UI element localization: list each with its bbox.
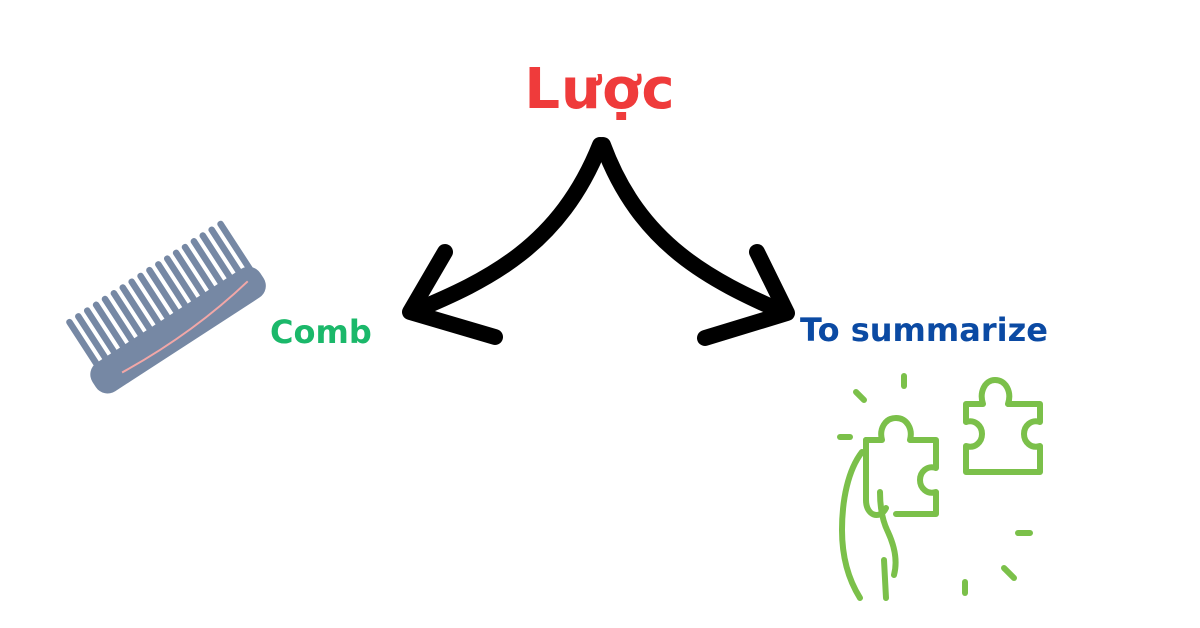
arrow-left (404, 137, 608, 320)
branch-label-summarize: To summarize (800, 311, 1048, 349)
arrowhead-right (697, 244, 795, 346)
comb-tooth (208, 226, 245, 279)
comb-tooth (75, 313, 111, 365)
branch-label-comb: Comb (270, 313, 372, 351)
comb-tooth (83, 307, 120, 359)
comb-accent-line (121, 280, 249, 374)
arrow-right (595, 137, 793, 321)
comb-tooth (110, 290, 147, 342)
comb-tooth (190, 238, 227, 290)
comb-tooth (92, 301, 129, 354)
hand-wrist (881, 557, 889, 601)
comb-tooth (101, 295, 138, 348)
puzzle-piece-left (863, 415, 939, 517)
comb-tooth (172, 249, 209, 302)
comb-tooth (181, 243, 218, 296)
comb-icon (66, 220, 266, 394)
comb-tooth (137, 272, 174, 325)
comb-tooth (217, 220, 254, 273)
branch-arrows (402, 137, 795, 346)
comb-spine (90, 266, 266, 394)
puzzle-piece-right (963, 377, 1043, 475)
hand-thumb (863, 437, 889, 518)
comb-tooth (128, 278, 165, 331)
arrowhead-left (402, 244, 503, 345)
hand-finger (877, 489, 899, 578)
comb-tooth (199, 232, 236, 284)
comb-tooth (119, 284, 156, 336)
comb-tooth (66, 318, 102, 371)
hand-puzzle-icon (837, 373, 1043, 601)
comb-teeth (66, 220, 254, 371)
comb-tooth (155, 261, 191, 313)
comb-tooth (163, 255, 200, 307)
spark-dashes (837, 373, 1033, 596)
hand-outline (839, 449, 865, 601)
title-word: Lược (524, 57, 676, 122)
comb-tooth (146, 266, 182, 319)
